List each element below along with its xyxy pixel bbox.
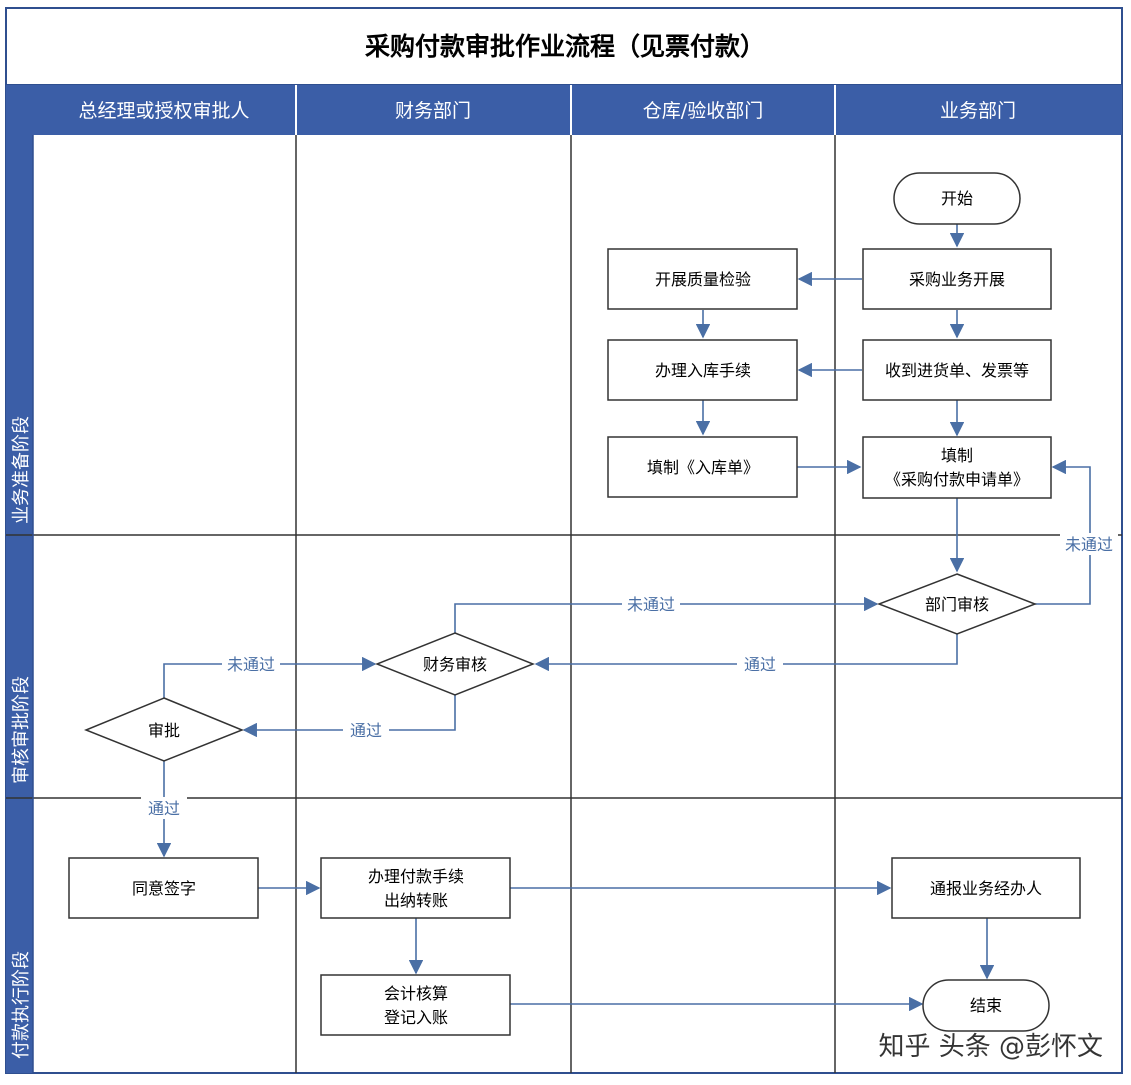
node-fill-apply[interactable]: [862, 436, 1052, 499]
label-bg: [737, 653, 783, 675]
node-account-label-1: 会计核算: [384, 984, 448, 1003]
column-header-band: [33, 85, 1122, 135]
node-start-label: 开始: [941, 189, 973, 208]
phase-label-review: 审核审批阶段: [11, 676, 32, 784]
node-dept-review[interactable]: [876, 573, 1038, 635]
node-fill-instock-label: 填制《入库单》: [647, 458, 759, 477]
node-quality-label: 开展质量检验: [655, 270, 751, 289]
phase-label-preparation: 业务准备阶段: [11, 416, 32, 524]
node-end[interactable]: [922, 979, 1050, 1032]
node-pay-label-1: 办理付款手续: [368, 867, 464, 886]
column-header-warehouse: 仓库/验收部门: [643, 100, 763, 122]
edge-finance-pass: [242, 695, 456, 738]
node-fill-apply-label-1: 填制: [941, 446, 973, 465]
edge-finance-reject: [454, 596, 879, 633]
node-receive-docs[interactable]: [862, 339, 1052, 401]
edge-label-approve-pass: 通过: [148, 799, 180, 818]
label-bg: [222, 653, 280, 675]
label-bg: [141, 797, 187, 819]
node-account-label-2: 登记入账: [384, 1008, 448, 1027]
diagram-title: 采购付款审批作业流程（见票付款）: [365, 32, 765, 61]
node-start[interactable]: [893, 172, 1021, 225]
node-receive-docs-label: 收到进货单、发票等: [885, 361, 1029, 380]
node-end-label: 结束: [970, 996, 1002, 1015]
phase-band: [6, 85, 33, 1073]
node-dept-review-label: 部门审核: [925, 595, 989, 614]
column-header-approver: 总经理或授权审批人: [78, 100, 249, 122]
node-warehouse-in[interactable]: [607, 339, 798, 401]
label-bg: [622, 593, 680, 615]
node-sign[interactable]: [68, 857, 259, 919]
edge-label-finance-reject: 未通过: [627, 595, 675, 614]
label-bg: [1060, 533, 1118, 555]
node-approve-label: 审批: [148, 721, 180, 740]
column-header-finance: 财务部门: [395, 100, 471, 122]
node-purchase[interactable]: [862, 248, 1052, 310]
node-quality[interactable]: [607, 248, 798, 310]
node-purchase-label: 采购业务开展: [909, 270, 1005, 289]
node-finance-review-label: 财务审核: [423, 655, 487, 674]
node-approve[interactable]: [83, 697, 245, 762]
edge-label-approve-reject: 未通过: [227, 655, 275, 674]
node-notify-label: 通报业务经办人: [930, 879, 1042, 898]
edge-label-dept-pass: 通过: [744, 655, 776, 674]
node-notify[interactable]: [891, 857, 1081, 919]
node-pay[interactable]: [320, 857, 511, 919]
edge-label-dept-reject: 未通过: [1065, 535, 1113, 554]
node-pay-label-2: 出纳转账: [384, 891, 448, 910]
node-finance-review[interactable]: [374, 632, 536, 696]
edge-deptreview-pass: [534, 634, 958, 672]
edge-approve-reject: [163, 656, 377, 698]
column-header-business: 业务部门: [940, 100, 1016, 122]
watermark-text: 知乎 头条 @彭怀文: [878, 1032, 1103, 1062]
phase-label-execution: 付款执行阶段: [11, 951, 32, 1059]
node-warehouse-in-label: 办理入库手续: [655, 361, 751, 380]
node-account[interactable]: [320, 974, 511, 1036]
label-bg: [343, 719, 389, 741]
node-fill-apply-label-2: 《采购付款申请单》: [885, 470, 1029, 489]
node-fill-instock[interactable]: [607, 436, 798, 498]
node-sign-label: 同意签字: [132, 879, 196, 898]
edge-label-finance-pass: 通过: [350, 721, 382, 740]
